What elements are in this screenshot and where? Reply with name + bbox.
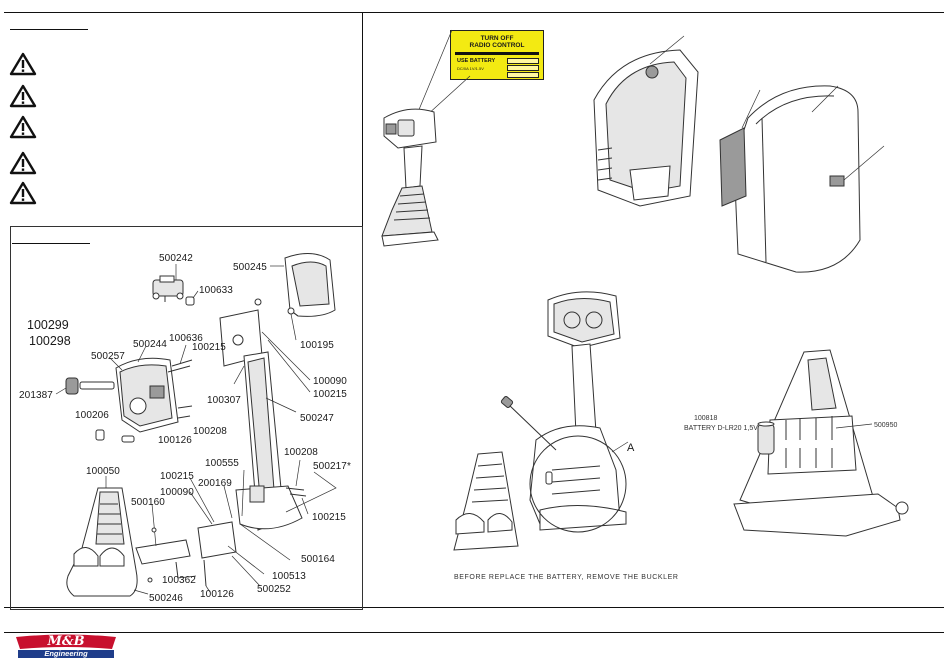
tall-console <box>500 291 629 533</box>
boot-part <box>453 451 519 551</box>
part-label: 100555 <box>205 458 239 469</box>
part-label: 200169 <box>198 478 232 489</box>
base-part <box>66 487 138 597</box>
part-label: 100050 <box>86 466 120 477</box>
exploded-view-frame <box>10 226 363 610</box>
part-label: 100208 <box>284 447 318 458</box>
sticker-band <box>455 52 539 55</box>
sticker-line-2: RADIO CONTROL <box>469 42 525 49</box>
open-housing <box>593 35 699 207</box>
part-label: 100299 <box>27 318 69 332</box>
console-box-part <box>115 357 179 433</box>
logo-name: M&B <box>47 634 85 649</box>
cover-part <box>284 253 336 317</box>
logo-graphic <box>16 634 116 658</box>
part-label: 100215 <box>160 471 194 482</box>
small-console <box>381 29 471 247</box>
warnings-heading-underline <box>10 29 88 30</box>
sticker-line-4: DC/0A 1V/1.5V <box>457 66 484 71</box>
part-label: 500252 <box>257 584 291 595</box>
footer-rule-upper <box>4 607 944 608</box>
sticker-bar <box>507 65 539 71</box>
part-label: 100126 <box>200 589 234 600</box>
part-label: 100195 <box>300 340 334 351</box>
part-label: 100090 <box>160 487 194 498</box>
part-label: 100208 <box>193 426 227 437</box>
sticker-line-1: TURN OFF <box>480 35 514 42</box>
part-label: 100215 <box>192 342 226 353</box>
part-label: 100215 <box>312 512 346 523</box>
warning-icon <box>9 181 37 205</box>
battery-label: BATTERY D-LR20 1,5V <box>684 425 758 432</box>
battery-ref: 500950 <box>874 422 898 429</box>
warning-icon <box>9 52 37 76</box>
part-label: 500247 <box>300 413 334 424</box>
part-label: 100206 <box>75 410 109 421</box>
closed-housing <box>719 85 885 273</box>
footer-rule-lower <box>4 632 944 633</box>
part-label: 100362 <box>162 575 196 586</box>
part-label: 100126 <box>158 435 192 446</box>
part-label: 100215 <box>313 389 347 400</box>
detail-letter: A <box>627 442 635 454</box>
part-label: 500160 <box>131 497 165 508</box>
part-label: 500242 <box>159 253 193 264</box>
sticker-bar <box>507 72 539 78</box>
part-label: 500217* <box>313 461 351 472</box>
exploded-view-drawing <box>55 253 337 597</box>
part-label: 500257 <box>91 351 125 362</box>
switch-part <box>152 275 184 302</box>
part-label: 500246 <box>149 593 183 604</box>
part-label: 100090 <box>313 376 347 387</box>
part-label: 201387 <box>19 390 53 401</box>
part-label: 500245 <box>233 262 267 273</box>
part-label: 500164 <box>301 554 335 565</box>
warning-icon <box>9 151 37 175</box>
battery-base <box>733 349 909 537</box>
logo-sub: Engineering <box>44 649 88 658</box>
assembly-drawings <box>381 29 909 551</box>
part-label: 100633 <box>199 285 233 296</box>
battery-code: 100818 <box>694 415 718 422</box>
top-rule <box>4 12 944 13</box>
part-label: 100307 <box>207 395 241 406</box>
warning-icon <box>9 84 37 108</box>
sticker-line-3: USE BATTERY <box>457 58 496 64</box>
part-label: 100636 <box>169 333 203 344</box>
part-label: 500244 <box>133 339 167 350</box>
part-label: 100298 <box>29 334 71 348</box>
sticker-bar <box>507 58 539 64</box>
exploded-view-heading-underline <box>12 243 90 244</box>
company-logo: M&B Engineering <box>12 634 120 659</box>
part-label: 100513 <box>272 571 306 582</box>
warning-icon <box>9 115 37 139</box>
battery-caption: BEFORE REPLACE THE BATTERY, REMOVE THE B… <box>454 574 679 581</box>
pillar-part <box>219 309 303 531</box>
